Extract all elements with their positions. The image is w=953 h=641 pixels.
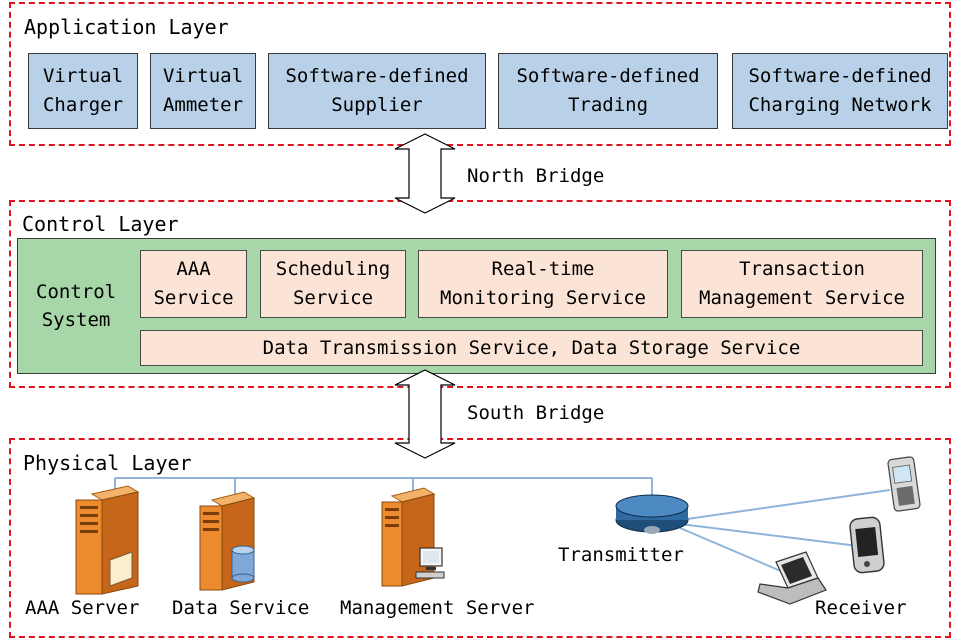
south-bridge-label: South Bridge	[467, 402, 605, 424]
data-service-label: Data Service	[172, 597, 310, 619]
service-data-transmission-storage: Data Transmission Service, Data Storage …	[140, 330, 923, 366]
pda-icon	[849, 516, 885, 574]
app-box-software-defined-trading: Software-defined Trading	[498, 53, 718, 129]
router-icon	[615, 494, 689, 534]
north-bridge-arrow	[394, 133, 456, 214]
database-icon	[231, 545, 255, 583]
app-box-software-defined-supplier: Software-defined Supplier	[268, 53, 486, 129]
app-box-virtual-charger: Virtual Charger	[28, 53, 138, 129]
application-layer	[9, 2, 951, 146]
application-layer-title: Application Layer	[24, 15, 229, 39]
service-transaction-management: Transaction Management Service	[681, 250, 923, 318]
monitor-icon	[415, 547, 445, 579]
management-server-icon	[381, 487, 436, 587]
network-bus	[114, 477, 891, 576]
north-bridge-label: North Bridge	[467, 165, 605, 187]
physical-layer-title: Physical Layer	[23, 451, 192, 475]
app-box-software-defined-charging-network: Software-defined Charging Network	[732, 53, 948, 129]
control-layer	[9, 200, 951, 388]
aaa-server-label: AAA Server	[25, 597, 140, 619]
service-real-time-monitoring: Real-time Monitoring Service	[418, 250, 668, 318]
physical-layer	[9, 438, 951, 638]
app-box-virtual-ammeter: Virtual Ammeter	[150, 53, 256, 129]
management-server-label: Management Server	[340, 597, 535, 619]
control-layer-title: Control Layer	[22, 212, 179, 236]
service-aaa: AAA Service	[140, 250, 247, 318]
service-scheduling: Scheduling Service	[260, 250, 406, 318]
aaa-server-icon	[75, 485, 140, 595]
mobile-phone-icon	[887, 456, 921, 512]
south-bridge-arrow	[394, 369, 456, 459]
control-system-label: Control System	[36, 281, 117, 331]
laptop-icon	[757, 551, 827, 605]
transmitter-label: Transmitter	[558, 544, 684, 566]
receiver-label: Receiver	[815, 597, 907, 619]
